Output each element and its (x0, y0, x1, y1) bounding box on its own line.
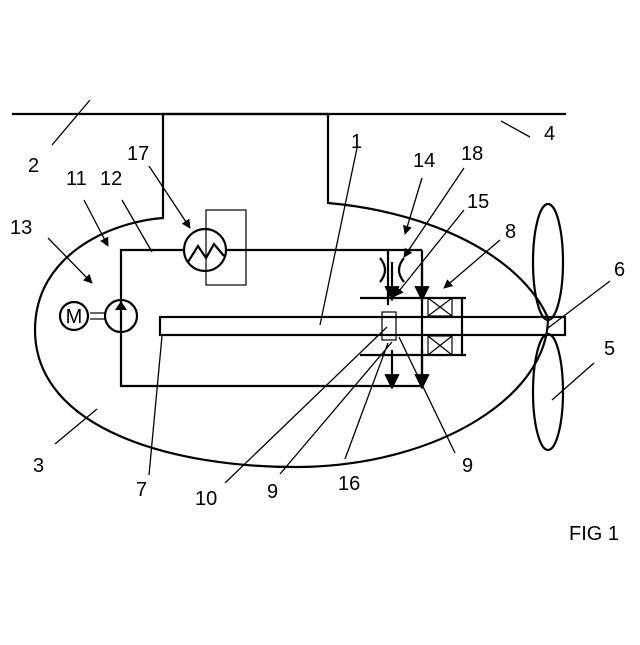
propeller-blade-lower (533, 334, 563, 450)
ref-13: 13 (10, 217, 32, 239)
leader-arrow-13 (48, 238, 92, 283)
hull-outline (35, 114, 548, 467)
ref-11: 11 (66, 168, 87, 190)
ref-8: 8 (505, 221, 516, 243)
ref-15: 15 (467, 191, 489, 213)
ref-17: 17 (127, 143, 149, 165)
ref-12: 12 (100, 168, 122, 190)
propeller-blade-upper (533, 204, 563, 320)
ref-2: 2 (28, 155, 39, 177)
leader-arrow-18 (404, 168, 464, 257)
figure-caption: FIG 1 (569, 523, 619, 545)
ref-10: 10 (195, 488, 217, 510)
ref-14: 14 (413, 150, 435, 172)
ref-7: 7 (136, 479, 147, 501)
ref-1: 1 (351, 131, 362, 153)
leader-arrow-11 (84, 200, 108, 246)
ref-18: 18 (461, 143, 483, 165)
ref-5: 5 (604, 338, 615, 360)
ref-9b: 9 (462, 455, 473, 477)
ref-9a: 9 (267, 481, 278, 503)
leader-arrow-12 (122, 200, 152, 252)
ref-4: 4 (544, 123, 555, 145)
pump-triangle (115, 301, 127, 310)
propeller-shaft (160, 317, 565, 335)
motor-label: M (66, 306, 83, 328)
leader-arrow-8 (444, 240, 500, 288)
leader-arrow-15 (395, 210, 464, 296)
ref-16: 16 (338, 473, 360, 495)
leader-arrow-14 (405, 178, 422, 234)
ref-3: 3 (33, 455, 44, 477)
ref-6: 6 (614, 259, 625, 281)
